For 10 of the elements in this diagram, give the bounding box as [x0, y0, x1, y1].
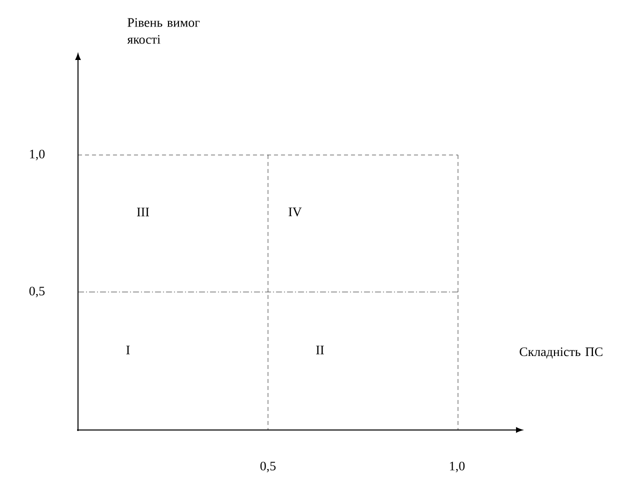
- tick-label: 0,5: [260, 462, 276, 472]
- quadrant-label: I: [126, 346, 130, 354]
- quadrant-label: III: [137, 208, 150, 216]
- tick-label: 1,0: [30, 150, 45, 160]
- quadrant-label: IV: [288, 208, 302, 216]
- tick-label: 0,5: [29, 286, 45, 298]
- quadrant-label: II: [316, 346, 324, 354]
- axis-title: Рівень вимог якості: [127, 18, 200, 44]
- axis-title: Складність ПС: [520, 347, 602, 359]
- tick-label: 1,0: [450, 462, 465, 472]
